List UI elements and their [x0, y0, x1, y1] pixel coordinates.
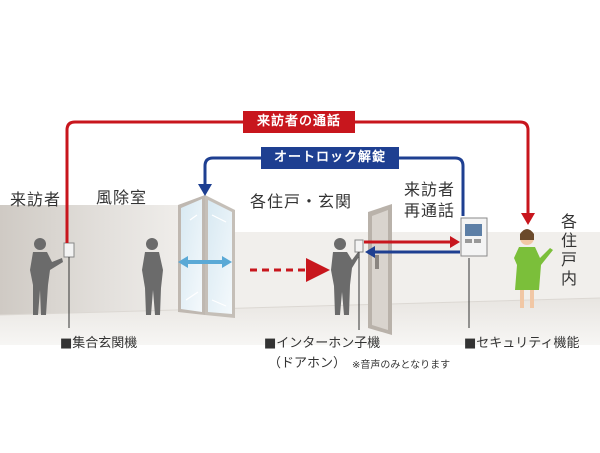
- right-wall: [230, 232, 600, 318]
- intercom-subunit: [354, 239, 364, 328]
- recall-red-arrowhead: [450, 236, 460, 248]
- auto-lock-arrowhead: [198, 184, 212, 196]
- floor: [0, 298, 600, 345]
- unit-inside-label: 各 住 戸 内: [560, 212, 577, 288]
- vestibule-figure: [142, 238, 163, 315]
- visitor-call-banner: 来訪者の通話: [256, 114, 341, 129]
- visitor-call-arrowhead: [521, 213, 535, 225]
- intercom-caption-line2: （ドアホン）: [268, 356, 347, 371]
- visitor-call-banner-bg: [243, 111, 355, 133]
- recall-blue-arrowhead: [365, 246, 375, 258]
- door-slide-arrow: [178, 256, 232, 268]
- resident-figure: [514, 229, 553, 308]
- auto-lock-banner-bg: [261, 147, 399, 169]
- intercom-caption-line1: ■インターホン子機: [264, 336, 381, 351]
- door-visitor-figure: [331, 238, 360, 315]
- vestibule-door: [178, 195, 235, 318]
- unit-door: [368, 204, 392, 335]
- security-caption: ■セキュリティ機能: [464, 336, 580, 351]
- entrance-panel: [63, 242, 75, 328]
- auto-lock-banner: オートロック解錠: [273, 150, 386, 165]
- entrance-panel-caption: ■集合玄関機: [60, 336, 138, 351]
- security-panel: [460, 217, 488, 257]
- visitor-figure: [30, 238, 63, 315]
- revisit-label-line2: 再通話: [404, 201, 456, 220]
- revisit-label-line1: 来訪者: [404, 180, 456, 199]
- visitor-label: 来訪者: [10, 190, 62, 209]
- intercom-note: ※音声のみとなります: [352, 360, 451, 371]
- floor-edge: [0, 297, 600, 316]
- entrance-label: 各住戸・玄関: [250, 192, 353, 211]
- vestibule-label: 風除室: [96, 188, 148, 207]
